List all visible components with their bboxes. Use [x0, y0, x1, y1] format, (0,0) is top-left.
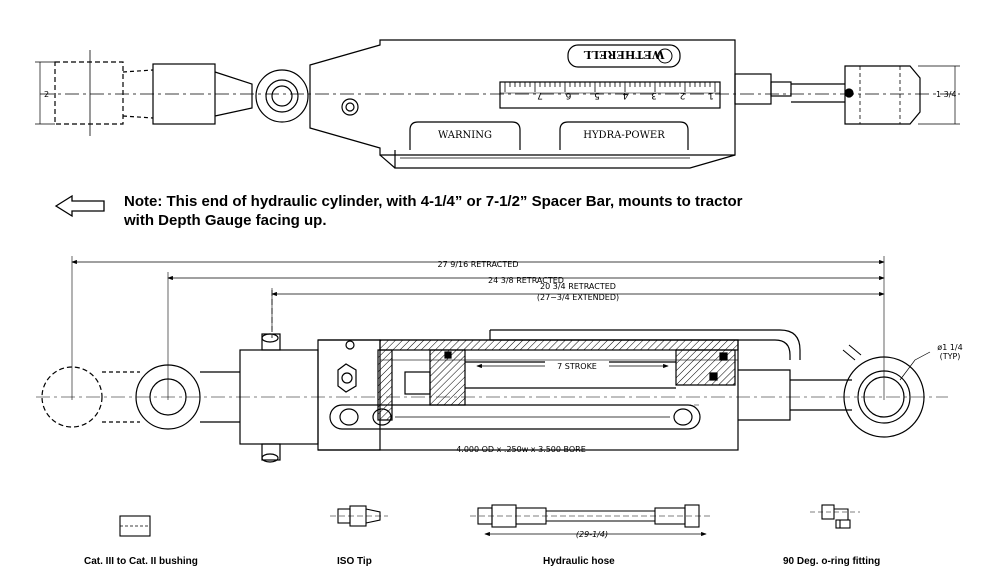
dim-mid: 24 3/8 RETRACTED [488, 276, 564, 285]
bore-spec: 4.000 OD x .250w x 3.500 BORE [456, 445, 586, 454]
warning-panel [409, 121, 521, 150]
brand-plate [567, 44, 681, 68]
mounting-note: Note: This end of hydraulic cylinder, wi… [124, 192, 742, 230]
top-left-height-dim: 2 [44, 90, 49, 99]
brand-text: WETHERELL [583, 48, 665, 61]
gauge-tick-label: 1 [708, 90, 714, 100]
gauge-tick-label: 5 [594, 90, 600, 100]
iso-tip-part [330, 505, 388, 527]
top-rod-housing [734, 73, 772, 105]
hydra-power-label: HYDRA-POWER [583, 130, 665, 141]
left-arrow-icon [54, 194, 105, 218]
caption-hose: Hydraulic hose [543, 556, 615, 567]
top-right-height-dim: 1 3/4 [936, 90, 957, 99]
eye-diameter: ø1 1/4 [937, 343, 962, 352]
gauge-tick-label: 6 [565, 90, 571, 100]
dim-inner-extended: (27−3/4 EXTENDED) [537, 293, 619, 302]
section-bushing-dashed [41, 366, 103, 428]
top-view-cylinder [35, 39, 960, 169]
section-view [36, 256, 948, 463]
hydraulic-hose-part [470, 504, 710, 537]
eye-typ: (TYP) [940, 352, 961, 361]
dim-inner-retracted: 20 3/4 RETRACTED [540, 282, 616, 291]
dim-overall: 27 9/16 RETRACTED [438, 260, 519, 269]
caption-iso-tip: ISO Tip [337, 556, 372, 567]
accessories [119, 504, 860, 537]
note-line-1: Note: This end of hydraulic cylinder, wi… [124, 193, 743, 210]
hex-port-nut [337, 363, 357, 393]
return-tube [490, 329, 801, 360]
top-right-eye [844, 65, 921, 125]
dim-stroke: 7 STROKE [557, 362, 597, 371]
gauge-labels: 7 6 5 4 3 2 1 [537, 90, 714, 100]
top-left-eye [255, 69, 309, 123]
caption-bushing: Cat. III to Cat. II bushing [84, 556, 198, 567]
stroke-label-bg [545, 361, 609, 371]
gauge-tick-label: 2 [680, 90, 686, 100]
hydra-power-panel [559, 121, 689, 150]
o-ring-fitting-part [810, 504, 860, 529]
top-cylinder-body [309, 39, 736, 156]
hose-length: (29-1/4) [576, 530, 608, 539]
gauge-tick-label: 3 [651, 90, 657, 100]
gauge-tick-label: 7 [537, 90, 543, 100]
caption-fitting: 90 Deg. o-ring fitting [783, 556, 881, 567]
top-bushing-dashed [54, 61, 124, 125]
bushing-part [119, 515, 151, 537]
gauge-tick-marks [504, 82, 716, 92]
note-line-2: with Depth Gauge facing up. [124, 212, 327, 229]
gauge-tick-label: 4 [622, 90, 628, 100]
warning-label: WARNING [438, 130, 492, 141]
top-port-fitting [341, 98, 359, 116]
